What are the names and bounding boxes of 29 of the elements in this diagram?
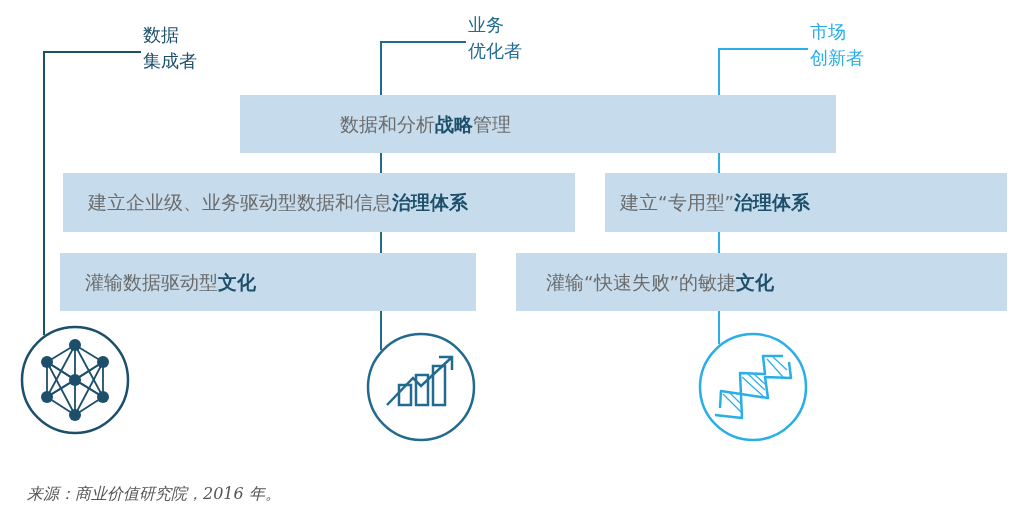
- column-heading: 创新者: [810, 46, 864, 70]
- connector-line: [43, 51, 142, 336]
- bar-text: 数据和分析战略管理: [340, 112, 511, 137]
- column-heading: 市场: [810, 20, 847, 44]
- bar-text: 灌输“快速失败”的敏捷文化: [546, 270, 775, 295]
- column-heading: 数据: [143, 23, 180, 47]
- column-heading: 优化者: [468, 39, 522, 63]
- connector-line: [718, 231, 720, 254]
- strategy-bar: [240, 95, 836, 153]
- strategy-bar: [516, 253, 1007, 311]
- connector-line: [380, 310, 382, 352]
- strategy-bar: [605, 173, 1007, 232]
- connector-line: [718, 310, 720, 346]
- bar-text: 建立企业级、业务驱动型数据和信息治理体系: [88, 191, 468, 215]
- bar-text: 建立“专用型”治理体系: [620, 191, 811, 215]
- column-heading: 业务: [468, 13, 505, 37]
- connector-line: [380, 231, 382, 254]
- strategy-bar: [60, 253, 476, 311]
- bar-text: 灌输数据驱动型文化: [85, 270, 256, 295]
- network-icon: [19, 324, 131, 436]
- connector-line: [380, 41, 467, 96]
- chart-icon: [365, 331, 477, 443]
- connector-line: [718, 152, 720, 174]
- strategy-bar: [63, 173, 575, 232]
- source-note: 来源：商业价值研究院，2016 年。: [27, 484, 281, 505]
- connector-line: [718, 48, 809, 96]
- column-heading: 集成者: [143, 49, 197, 73]
- zigzag-icon: [697, 331, 809, 443]
- connector-line: [380, 152, 382, 174]
